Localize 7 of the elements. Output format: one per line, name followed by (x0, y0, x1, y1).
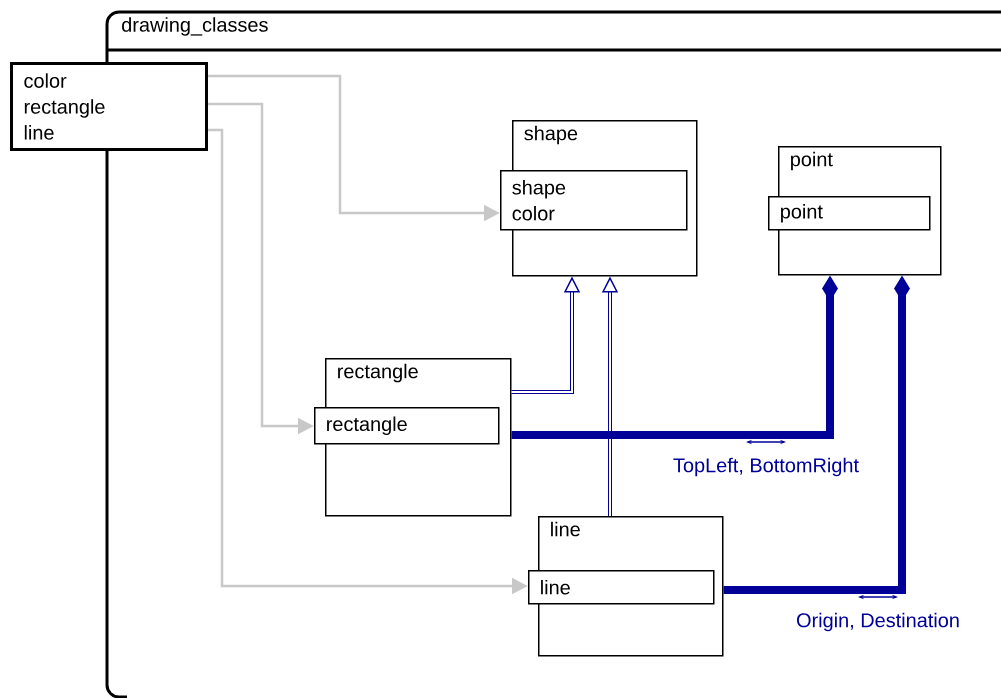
attribute-box: point (768, 196, 931, 231)
edge-label: Origin, Destination (797, 612, 959, 632)
import-list-box: color rectangle line (10, 62, 208, 151)
attribute-box: rectangle (314, 407, 500, 445)
attribute-box: line (528, 570, 715, 605)
edge-label: TopLeft, BottomRight (673, 457, 859, 477)
attribute-box: shape color (500, 170, 688, 231)
